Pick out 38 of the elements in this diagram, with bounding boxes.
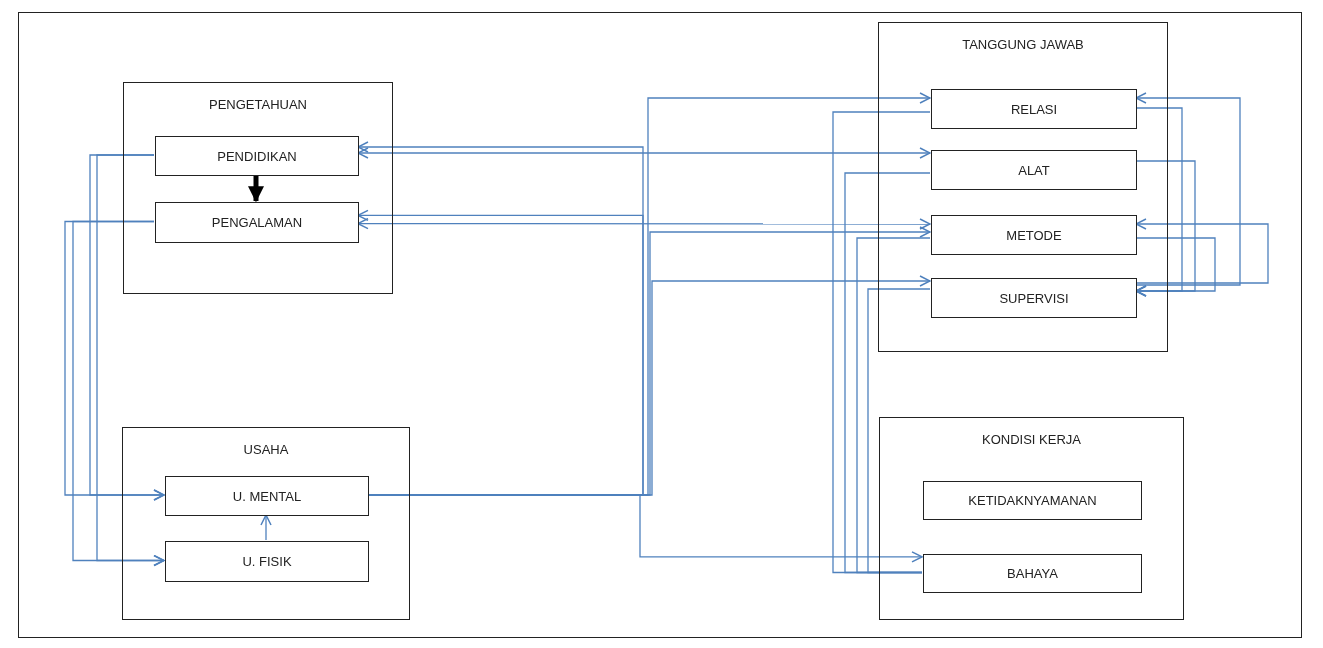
process-box [155,202,359,243]
group-box [879,417,1184,620]
connector-arrow [357,209,644,496]
process-box [165,476,369,516]
connector-arrow [248,175,264,203]
connector-arrow [1135,218,1269,284]
process-box [931,215,1137,255]
process-box [931,150,1137,190]
connector-arrow [1135,92,1241,286]
box-label: U. FISIK [242,554,292,569]
group-title: PENGETAHUAN [208,97,308,112]
group-title: USAHA [242,442,290,457]
box-label: METODE [1006,227,1062,243]
box-label: PENDIDIKAN [217,148,297,164]
connector-arrow [64,220,165,501]
connector-arrow [260,514,272,541]
process-box [165,541,369,582]
connector-arrow [357,217,931,230]
group-title: KONDISI KERJA [981,432,1082,447]
process-box [155,136,359,176]
group-title: TANGGUNG JAWAB [961,37,1085,52]
process-box [923,481,1142,520]
box-label: PENGALAMAN [211,215,303,230]
box-label: RELASI [1010,101,1058,117]
box-label: ALAT [1018,162,1050,178]
box-label: SUPERVISI [999,290,1069,306]
group-box [123,82,393,294]
box-label: KETIDAKNYAMANAN [968,493,1097,508]
process-box [931,89,1137,129]
process-box [931,278,1137,318]
connector-arrow [357,147,931,159]
group-box [122,427,410,620]
connector-arrow [1135,107,1183,297]
group-box [878,22,1168,352]
box-label: BAHAYA [1007,566,1058,581]
connector-arrow [72,220,165,567]
process-box [923,554,1142,593]
box-label: U. MENTAL [232,488,302,504]
